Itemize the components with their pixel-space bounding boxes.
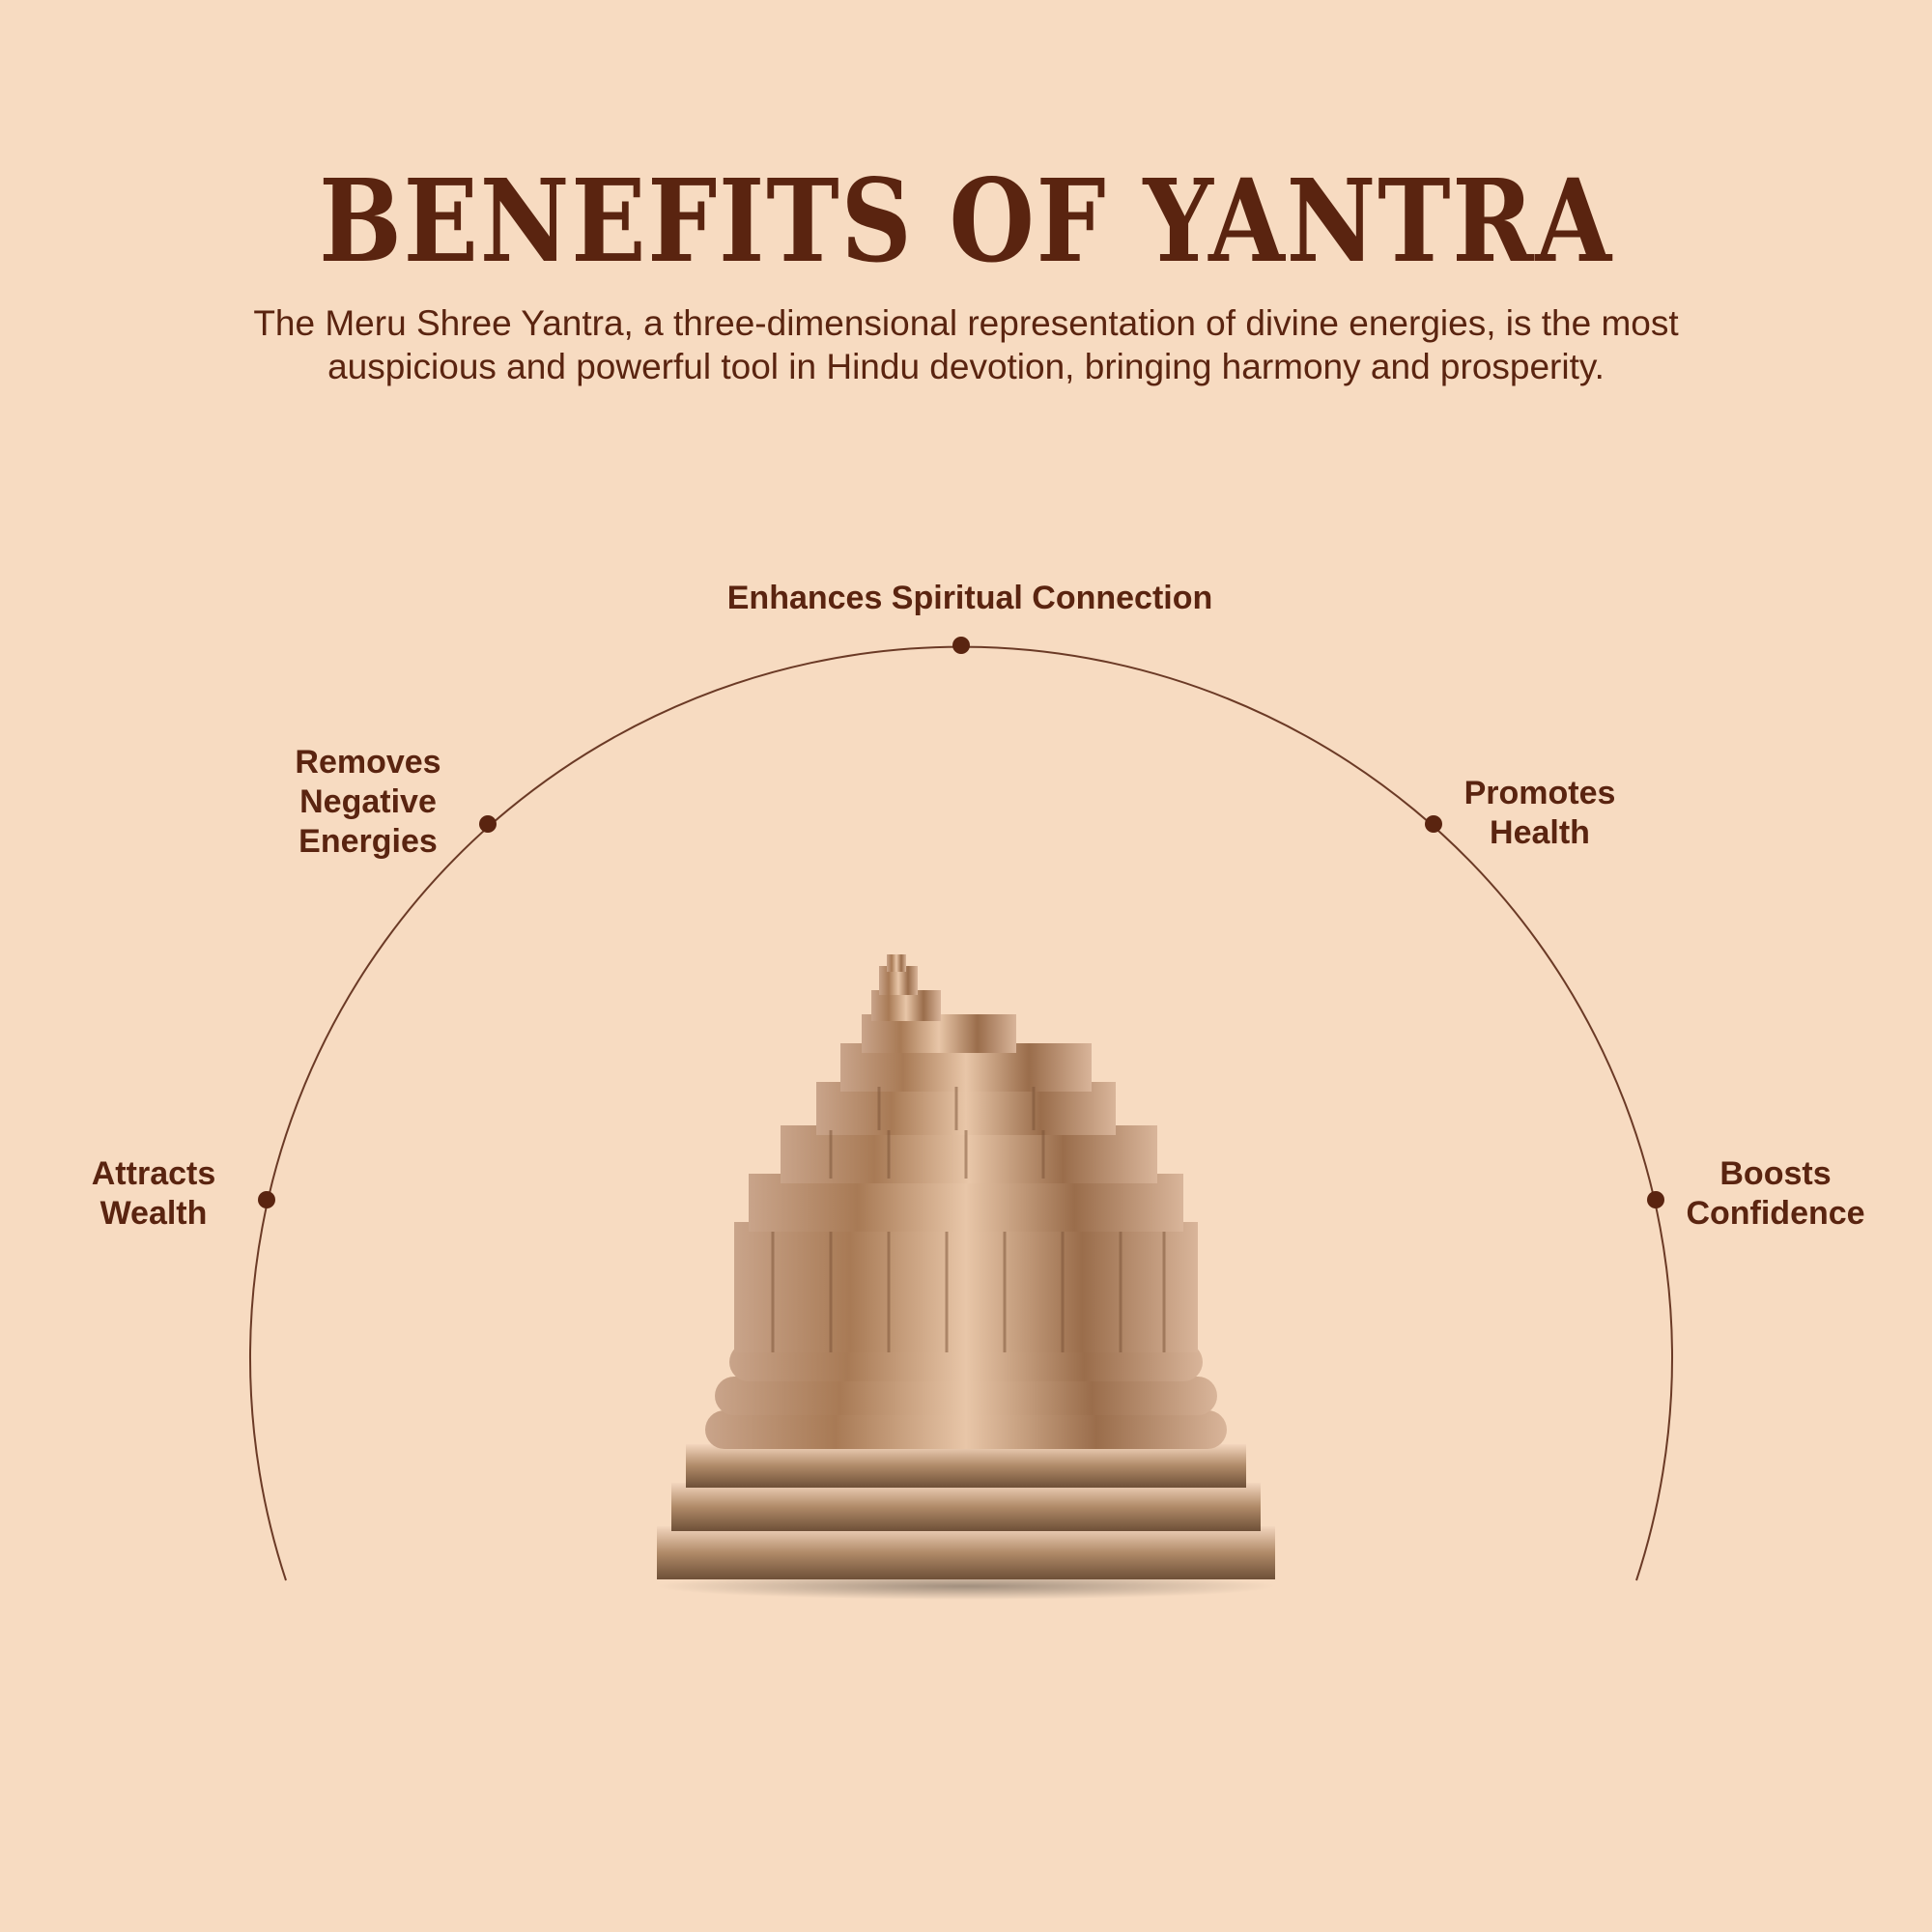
benefit-dot-negative-energies <box>479 815 497 833</box>
benefit-line: Wealth <box>99 1195 208 1232</box>
benefit-line: Negative <box>299 783 437 820</box>
benefit-line: Promotes <box>1463 775 1616 811</box>
benefit-boosts-confidence: Boosts Confidence <box>1686 1154 1864 1234</box>
benefit-attracts-wealth: Attracts Wealth <box>92 1154 215 1234</box>
subtitle-line-1: The Meru Shree Yantra, a three-dimension… <box>253 303 1679 343</box>
benefit-line: Enhances Spiritual Connection <box>726 580 1213 616</box>
benefit-line: Health <box>1490 814 1590 851</box>
benefit-enhances-spiritual-connection: Enhances Spiritual Connection <box>727 579 1213 618</box>
benefit-promotes-health: Promotes Health <box>1464 774 1616 853</box>
benefit-line: Removes <box>295 744 441 781</box>
benefit-dot-health <box>1425 815 1442 833</box>
subtitle-line-2: auspicious and powerful tool in Hindu de… <box>327 347 1605 386</box>
benefit-dot-wealth <box>258 1191 275 1208</box>
page-subtitle: The Meru Shree Yantra, a three-dimension… <box>97 301 1835 388</box>
benefit-line: Boosts <box>1719 1155 1832 1192</box>
benefit-dot-spiritual <box>952 637 970 654</box>
benefit-line: Attracts <box>91 1155 216 1192</box>
meru-shree-yantra-image <box>657 954 1275 1600</box>
benefit-removes-negative-energies: Removes Negative Energies <box>295 743 440 862</box>
benefit-dot-confidence <box>1647 1191 1664 1208</box>
page-title: BENEFITS OF YANTRA <box>319 154 1613 288</box>
benefit-line: Confidence <box>1686 1195 1865 1232</box>
benefit-line: Energies <box>298 823 438 860</box>
